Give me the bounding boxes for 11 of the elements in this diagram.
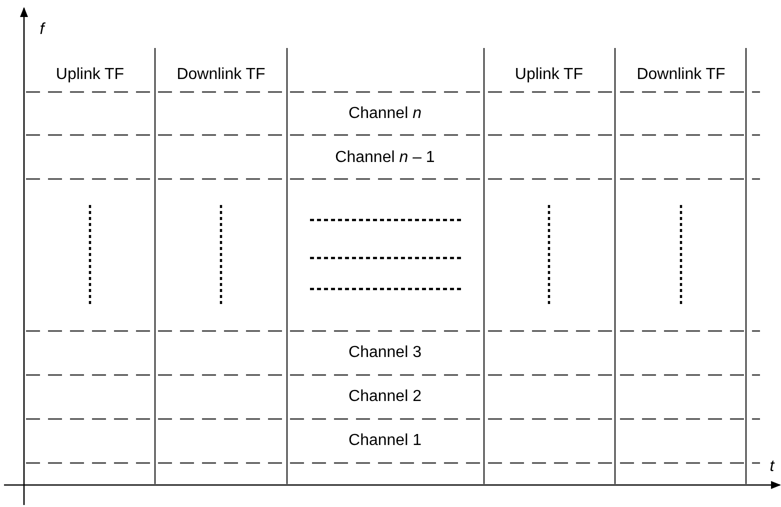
channel-label: Channel 1 <box>348 433 422 449</box>
channel-label: Channel 2 <box>348 389 422 405</box>
column-heading: Downlink TF <box>636 67 726 83</box>
column-heading: Downlink TF <box>176 67 266 83</box>
channel-label: Channel 3 <box>348 345 422 361</box>
column-heading: Uplink TF <box>514 67 584 83</box>
axis-label: t <box>770 459 774 475</box>
axis-label: f <box>40 22 44 38</box>
channel-label: Channel n – 1 <box>335 150 435 166</box>
column-heading: Uplink TF <box>56 67 124 83</box>
channel-label: Channel n <box>348 106 422 122</box>
